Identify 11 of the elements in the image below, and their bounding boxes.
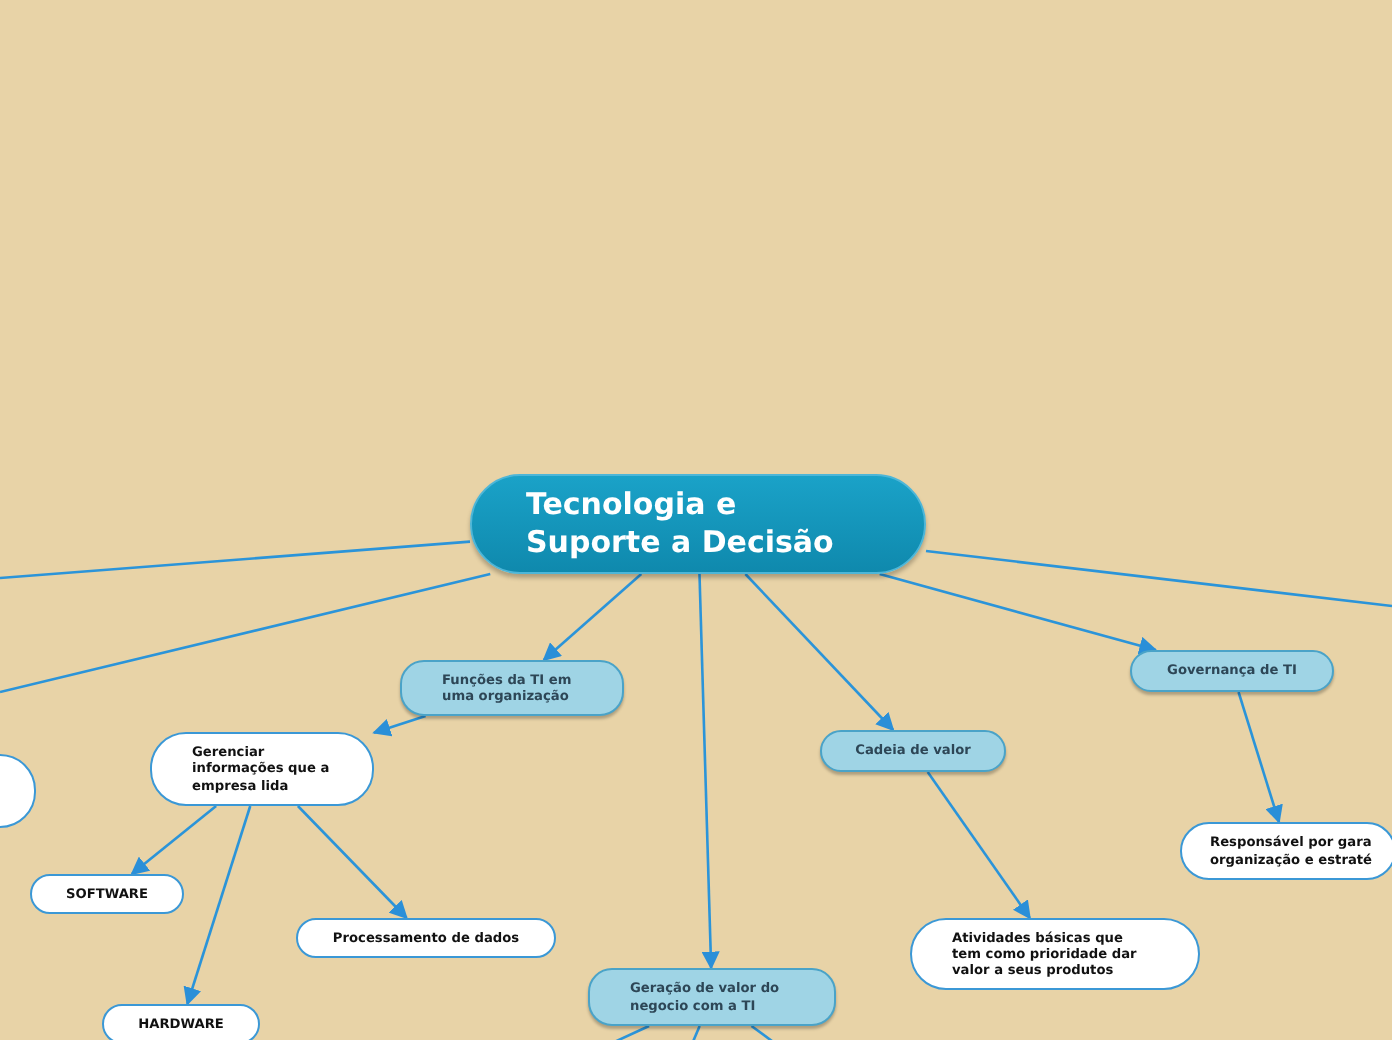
connector-arrow [879, 572, 1158, 655]
central-topic: Tecnologia e Suporte a Decisão [470, 474, 926, 574]
connector-arrow [744, 573, 895, 732]
connector-arrow [542, 573, 643, 662]
connector-arrow [698, 573, 720, 970]
connector-arrow [183, 805, 252, 1006]
connector-arrow [372, 714, 426, 737]
connector-arrow [130, 805, 217, 876]
connector-arrow [926, 771, 1031, 920]
connector-arrow [1237, 691, 1283, 824]
connector-arrow [296, 805, 408, 920]
